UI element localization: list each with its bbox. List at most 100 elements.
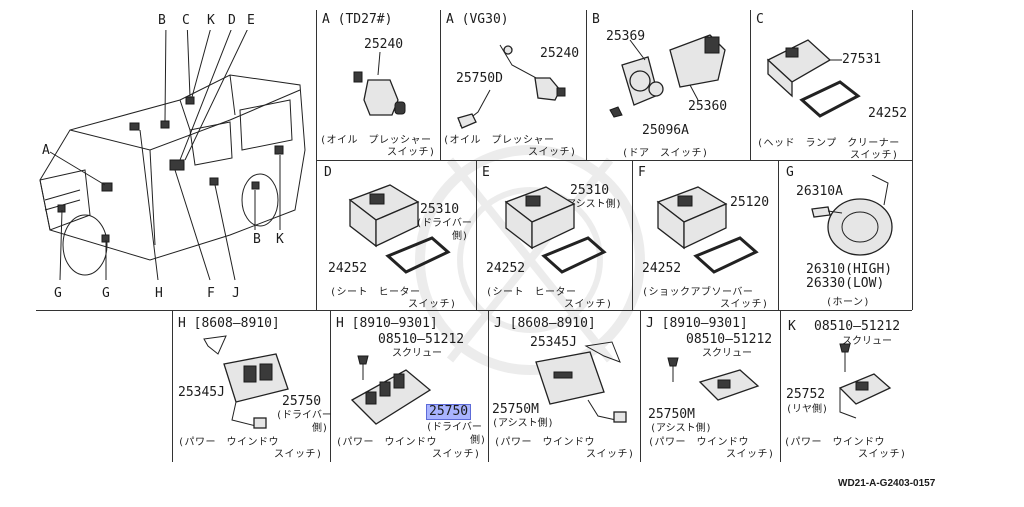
panel-k-caption-2: スイッチ) [858, 449, 907, 460]
panel-d-part-note2: 側) [452, 231, 469, 242]
panel-h1-header: H [8608—8910] [178, 316, 280, 331]
vehicle-overview-drawing [39, 30, 306, 281]
divider-v12 [488, 310, 489, 462]
callout-e-top: E [247, 13, 255, 28]
panel-d-part-25310: 25310 [420, 202, 460, 217]
callout-k-bottom: K [276, 232, 284, 247]
panel-h1-part-25750: 25750 [282, 394, 322, 409]
panel-j2-part-screw: 08510—51212 [686, 332, 773, 347]
panel-a-td27-part-25240: 25240 [364, 37, 404, 52]
panel-k-part-screw: 08510—51212 [814, 319, 901, 334]
panel-j1-caption-2: スイッチ) [586, 449, 635, 460]
panel-g-caption-1: (ホーン) [826, 297, 871, 308]
callout-g-1: G [54, 286, 62, 301]
panel-b-part-25096a: 25096A [642, 123, 689, 138]
oil-pressure-switch-drawing [353, 51, 406, 116]
panel-d-caption-2: スイッチ) [408, 299, 457, 310]
panel-j2-part-screw-note: スクリュー [702, 348, 752, 359]
seat-heater-switch-assist-drawing [504, 186, 607, 274]
panel-j2-caption-2: スイッチ) [726, 449, 775, 460]
panel-g-part-26310-high: 26310(HIGH) [806, 262, 893, 277]
panel-j2-caption-1: (パワー ウインドウ [648, 437, 750, 448]
divider-v7 [476, 160, 477, 310]
panel-k-header: K [788, 319, 796, 334]
panel-a-td27-caption-1: (オイル プレッシャー [320, 135, 432, 146]
divider-h2 [36, 310, 912, 311]
callout-k-top: K [207, 13, 215, 28]
callout-b-top: B [158, 13, 166, 28]
callout-d-top: D [228, 13, 236, 28]
panel-a-vg30-part-25240: 25240 [540, 46, 580, 61]
panel-j1-part-25750m: 25750M [492, 402, 539, 417]
oil-pressure-sender-drawing [457, 44, 566, 129]
panel-h1-caption-2: スイッチ) [274, 449, 323, 460]
power-window-switch-h2-drawing [350, 355, 432, 425]
panel-b-part-25360: 25360 [688, 99, 728, 114]
panel-e-caption-1: (シート ヒーター [486, 287, 577, 298]
divider-v1 [316, 10, 317, 160]
headlamp-cleaner-switch-drawing [766, 39, 861, 118]
panel-c-part-24252: 24252 [868, 106, 908, 121]
divider-v2 [440, 10, 441, 160]
watermark-emblem [415, 145, 645, 375]
panel-k-part-screw-note: スクリュー [842, 336, 892, 347]
panel-e-part-25310: 25310 [570, 183, 610, 198]
panel-c-caption-2: スイッチ) [850, 150, 899, 161]
callout-h: H [155, 286, 163, 301]
panel-a-vg30-caption-2: スイッチ) [528, 147, 577, 158]
panel-c-part-27531: 27531 [842, 52, 882, 67]
panel-g-header: G [786, 165, 794, 180]
panel-d-header: D [324, 165, 332, 180]
divider-v10 [172, 310, 173, 462]
panel-h2-part-screw-note: スクリュー [392, 348, 442, 359]
panel-d-caption-1: (シート ヒーター [330, 287, 421, 298]
divider-v5 [912, 10, 913, 310]
power-window-switch-j2-drawing [667, 357, 760, 401]
panel-b-part-25369: 25369 [606, 29, 646, 44]
callout-c-top: C [182, 13, 190, 28]
panel-d-part-24252: 24252 [328, 261, 368, 276]
divider-h1 [316, 160, 912, 161]
panel-b-header: B [592, 12, 600, 27]
panel-k-part-note: (リヤ側) [786, 404, 829, 415]
panel-j2-part-25750m: 25750M [648, 407, 695, 422]
panel-h1-caption-1: (パワー ウインドウ [178, 437, 280, 448]
seat-heater-switch-driver-drawing [348, 184, 451, 274]
callout-j: J [232, 286, 240, 301]
panel-j1-part-25345j: 25345J [530, 335, 577, 350]
panel-c-caption-1: (ヘッド ランプ クリーナー [757, 138, 900, 149]
panel-h2-caption-2: スイッチ) [432, 449, 481, 460]
panel-j2-header: J [8910—9301] [646, 316, 748, 331]
divider-v14 [780, 310, 781, 462]
panel-a-vg30-caption-1: (オイル プレッシャー [443, 135, 555, 146]
door-switch-drawing [609, 34, 726, 118]
callout-a: A [42, 143, 50, 158]
drawing-id: WD21-A-G2403-0157 [838, 478, 936, 489]
divider-v6 [316, 160, 317, 310]
panel-j1-header: J [8608—8910] [494, 316, 596, 331]
panel-e-part-24252: 24252 [486, 261, 526, 276]
panel-j1-part-note: (アシスト側) [492, 418, 554, 429]
panel-h2-part-note: (ドライバー [426, 422, 482, 433]
divider-v11 [330, 310, 331, 462]
panel-d-part-note: (ドライバー [416, 218, 472, 229]
shock-absorber-switch-drawing [656, 186, 759, 274]
panel-e-header: E [482, 165, 490, 180]
callout-g-2: G [102, 286, 110, 301]
power-window-switch-j1-drawing [535, 341, 627, 423]
divider-v3 [586, 10, 587, 160]
panel-e-caption-2: スイッチ) [564, 299, 613, 310]
divider-v8 [632, 160, 633, 310]
panel-h2-part-25750-highlighted[interactable]: 25750 [426, 404, 472, 420]
panel-f-part-25120: 25120 [730, 195, 770, 210]
panel-c-header: C [756, 12, 764, 27]
divider-v9 [778, 160, 779, 310]
power-window-switch-k-drawing [838, 343, 892, 419]
panel-a-td27-caption-2: スイッチ) [387, 147, 436, 158]
panel-a-vg30-part-25750d: 25750D [456, 71, 503, 86]
panel-k-part-25752: 25752 [786, 387, 826, 402]
panel-h2-part-note2: 側) [470, 435, 487, 446]
divider-v13 [640, 310, 641, 462]
panel-k-caption-1: (パワー ウインドウ [784, 437, 886, 448]
panel-f-part-24252: 24252 [642, 261, 682, 276]
